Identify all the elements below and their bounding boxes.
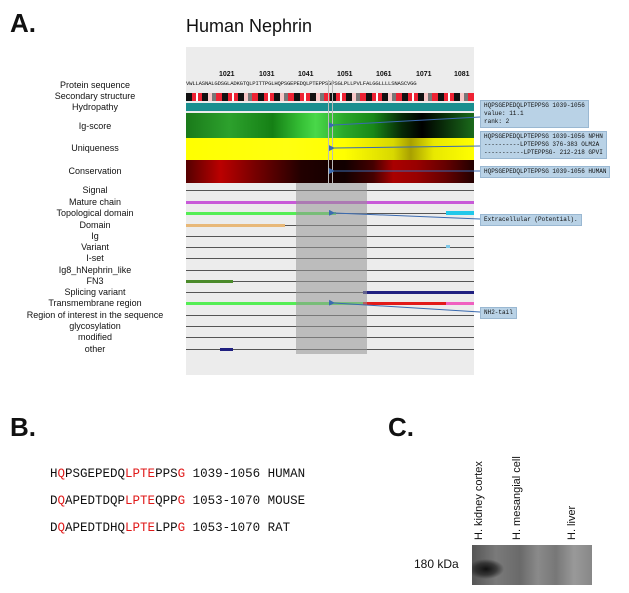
- transmembrane-pink-bar: [446, 302, 474, 305]
- selection-window-top: [328, 80, 333, 183]
- row-label: Signal: [82, 185, 108, 195]
- lane-label: H. kidney cortex: [473, 461, 485, 540]
- tick-label: 1061: [376, 71, 392, 78]
- splicing-variant-bar: [363, 291, 474, 294]
- callout-line: HQPSGEPEDQLPTEPPSG 1039-1056: [484, 102, 585, 109]
- row-label: Protein sequence: [59, 80, 131, 90]
- topology-connector: [328, 209, 481, 220]
- conservation-callout: HQPSGEPEDQLPTEPPSG 1039-1056 HUMAN: [480, 166, 611, 178]
- row-label: modified: [77, 332, 113, 342]
- figure-title: Human Nephrin: [186, 16, 313, 36]
- residue: D: [50, 494, 58, 508]
- row-label: Hydropathy: [71, 102, 119, 112]
- residue: PPS: [155, 467, 178, 481]
- residue: APEDTDHQ: [65, 521, 126, 535]
- topological-domain-cyan-bar: [446, 211, 474, 215]
- row-label: Transmembrane region: [48, 298, 142, 308]
- domain-bar: [186, 224, 285, 227]
- fn3-bar: [186, 280, 233, 283]
- residue-highlight: Q: [57, 521, 66, 535]
- residue: APEDTDQP: [65, 494, 126, 508]
- lane-label: H. mesangial cell: [511, 456, 523, 540]
- row-label: Region of interest in the sequence: [26, 310, 164, 320]
- callout-line: HQPSGEPEDQLPTEPPSG 1039-1056 HUMAN: [484, 168, 607, 175]
- row-label: Conservation: [68, 166, 122, 176]
- panel-b-label: B.: [10, 412, 36, 442]
- transmembrane-green-bar: [186, 302, 363, 305]
- protein-sequence-track: VWLLASNALGDSGLADKGTQLPITTPGLHQPSGEPEDQLP…: [186, 80, 417, 87]
- topological-domain-bar: [186, 212, 336, 215]
- row-label: Uniqueness: [71, 143, 119, 153]
- row-label: Ig8_hNephrin_like: [58, 265, 132, 275]
- tick-label: 1021: [219, 71, 235, 78]
- tick-label: 1031: [259, 71, 275, 78]
- tick-label: 1081: [454, 71, 470, 78]
- transmembrane-callout: NH2-tail: [480, 307, 517, 319]
- hydropathy-callout: HQPSGEPEDQLPTEPPSG 1039-1056 value: 11.1…: [480, 100, 589, 128]
- callout-line: ----------LPTEPPSG 376-383 OLM2A: [484, 141, 600, 148]
- row-label: Secondary structure: [54, 91, 136, 101]
- panel-c-label: C.: [388, 412, 414, 442]
- residue-highlight: Q: [57, 467, 66, 481]
- alignment-row: DQAPEDTDHQLPTELPPG 1053-1070 RAT: [50, 521, 290, 535]
- residue-highlight: LPTE: [125, 494, 156, 508]
- callout-line: rank: 2: [484, 118, 510, 125]
- hydropathy-track: [186, 103, 474, 111]
- row-label: Splicing variant: [64, 287, 126, 297]
- transmembrane-red-bar: [363, 302, 446, 305]
- topology-callout: Extracellular (Potential).: [480, 214, 582, 226]
- variant-marker: [446, 245, 450, 248]
- lane-label: H. liver: [566, 505, 578, 540]
- hydropathy-connector: [328, 116, 481, 129]
- tick-label: 1041: [298, 71, 314, 78]
- residue-highlight: G: [177, 521, 186, 535]
- row-label: Variant: [81, 242, 109, 252]
- callout-line: Extracellular (Potential).: [484, 216, 578, 223]
- row-label: glycosylation: [69, 321, 121, 331]
- residue: LPP: [155, 521, 178, 535]
- alignment-row: DQAPEDTDQPLPTEQPPG 1053-1070 MOUSE: [50, 494, 305, 508]
- residue-highlight: LPTE: [125, 521, 156, 535]
- callout-line: HQPSGEPEDQLPTEPPSG 1039-1056 NPHN: [484, 133, 603, 140]
- residue-highlight: G: [177, 467, 186, 481]
- callout-line: NH2-tail: [484, 309, 513, 316]
- residue-highlight: LPTE: [125, 467, 156, 481]
- alignment-range: 1039-1056 HUMAN: [185, 467, 306, 481]
- uniqueness-callout: HQPSGEPEDQLPTEPPSG 1039-1056 NPHN ------…: [480, 131, 607, 159]
- residue: D: [50, 521, 58, 535]
- residue-highlight: Q: [57, 494, 66, 508]
- residue: QPP: [155, 494, 178, 508]
- secondary-structure-track: [186, 93, 474, 101]
- transmembrane-connector: [328, 299, 481, 313]
- alignment-range: 1053-1070 RAT: [185, 521, 291, 535]
- row-label: Ig-score: [78, 121, 112, 131]
- tick-label: 1071: [416, 71, 432, 78]
- tick-label: 1051: [337, 71, 353, 78]
- residue-highlight: G: [177, 494, 186, 508]
- row-label: Domain: [79, 220, 111, 230]
- molecular-weight-marker: 180 kDa: [414, 557, 459, 571]
- alignment-range: 1053-1070 MOUSE: [185, 494, 306, 508]
- uniqueness-connector: [328, 145, 481, 152]
- callout-line: -----------LPTEPPSG- 212-218 GPVI: [484, 149, 603, 156]
- row-label: Ig: [91, 231, 99, 241]
- row-label: FN3: [86, 276, 104, 286]
- residue: H: [50, 467, 58, 481]
- other-marker: [220, 348, 233, 351]
- residue: PSGEPEDQ: [65, 467, 126, 481]
- row-label: Topological domain: [56, 208, 134, 218]
- row-label: I-set: [86, 253, 104, 263]
- panel-a-label: A.: [10, 8, 36, 38]
- row-label: Mature chain: [68, 197, 122, 207]
- western-blot-image: [472, 545, 592, 585]
- callout-line: value: 11.1: [484, 110, 524, 117]
- alignment-row: HQPSGEPEDQLPTEPPSG 1039-1056 HUMAN: [50, 467, 305, 481]
- row-label: other: [84, 344, 106, 354]
